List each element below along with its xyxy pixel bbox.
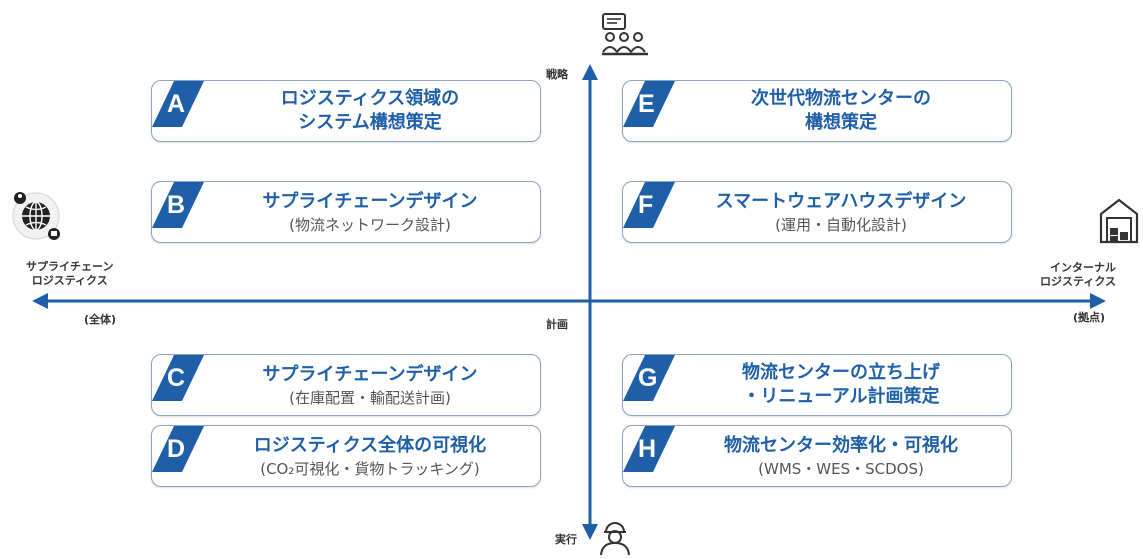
axis-label-internal-sub: (拠点)	[1073, 311, 1106, 324]
card-letter-tag: H	[623, 426, 675, 472]
card-title: 物流センター効率化・可視化	[724, 434, 958, 456]
card-g: G 物流センターの立ち上げ ・リニューアル計画策定	[622, 354, 1012, 416]
card-letter-tag: F	[623, 182, 675, 228]
left-arrowhead	[32, 293, 48, 309]
right-arrowhead	[1090, 293, 1106, 309]
card-subtitle: (運用・自動化設計)	[775, 215, 907, 234]
bottom-arrowhead	[582, 524, 598, 540]
card-title: ロジスティクス領域の システム構想策定	[280, 88, 460, 133]
card-title: 物流センターの立ち上げ ・リニューアル計画策定	[742, 362, 940, 407]
axis-label-supply-chain: サプライチェーン ロジスティクス	[26, 260, 114, 287]
card-b: B サプライチェーンデザイン (物流ネットワーク設計)	[151, 181, 541, 243]
card-letter-tag: A	[152, 81, 204, 127]
card-letter-tag: C	[152, 355, 204, 401]
top-arrowhead	[582, 64, 598, 80]
card-title: ロジスティクス全体の可視化	[253, 434, 487, 456]
card-letter-tag: G	[623, 355, 675, 401]
card-subtitle: (物流ネットワーク設計)	[289, 215, 451, 234]
card-f: F スマートウェアハウスデザイン (運用・自動化設計)	[622, 181, 1012, 243]
card-title: スマートウェアハウスデザイン	[715, 190, 967, 212]
card-c: C サプライチェーンデザイン (在庫配置・輸配送計画)	[151, 354, 541, 416]
card-subtitle: (WMS・WES・SCDOS)	[758, 459, 924, 478]
axis-label-supply-chain-sub: (全体)	[84, 313, 117, 326]
card-letter: C	[167, 364, 186, 392]
card-letter: E	[638, 90, 655, 118]
card-letter: B	[167, 191, 186, 219]
card-letter-tag: B	[152, 182, 204, 228]
card-title: 次世代物流センターの 構想策定	[751, 88, 931, 133]
card-e: E 次世代物流センターの 構想策定	[622, 80, 1012, 142]
axis-label-execution: 実行	[555, 533, 577, 546]
card-letter: D	[167, 435, 186, 463]
worker-icon	[600, 522, 630, 556]
axis-label-strategy: 戦略	[546, 68, 568, 81]
card-letter: A	[167, 90, 186, 118]
warehouse-icon	[1099, 198, 1139, 244]
card-subtitle: (CO₂可視化・貨物トラッキング)	[260, 459, 480, 478]
global-network-icon	[12, 192, 60, 240]
axis-label-plan: 計画	[546, 318, 568, 331]
card-subtitle: (在庫配置・輸配送計画)	[289, 388, 451, 407]
card-title: サプライチェーンデザイン	[262, 190, 478, 212]
card-letter-tag: E	[623, 81, 675, 127]
card-h: H 物流センター効率化・可視化 (WMS・WES・SCDOS)	[622, 425, 1012, 487]
axis-label-internal: インターナル ロジスティクス	[1040, 261, 1117, 288]
card-letter-tag: D	[152, 426, 204, 472]
card-title: サプライチェーンデザイン	[262, 363, 478, 385]
card-letter: H	[638, 435, 657, 463]
card-letter: G	[638, 364, 658, 392]
card-letter: F	[638, 191, 654, 219]
card-a: A ロジスティクス領域の システム構想策定	[151, 80, 541, 142]
meeting-strategy-icon	[602, 13, 648, 56]
card-d: D ロジスティクス全体の可視化 (CO₂可視化・貨物トラッキング)	[151, 425, 541, 487]
